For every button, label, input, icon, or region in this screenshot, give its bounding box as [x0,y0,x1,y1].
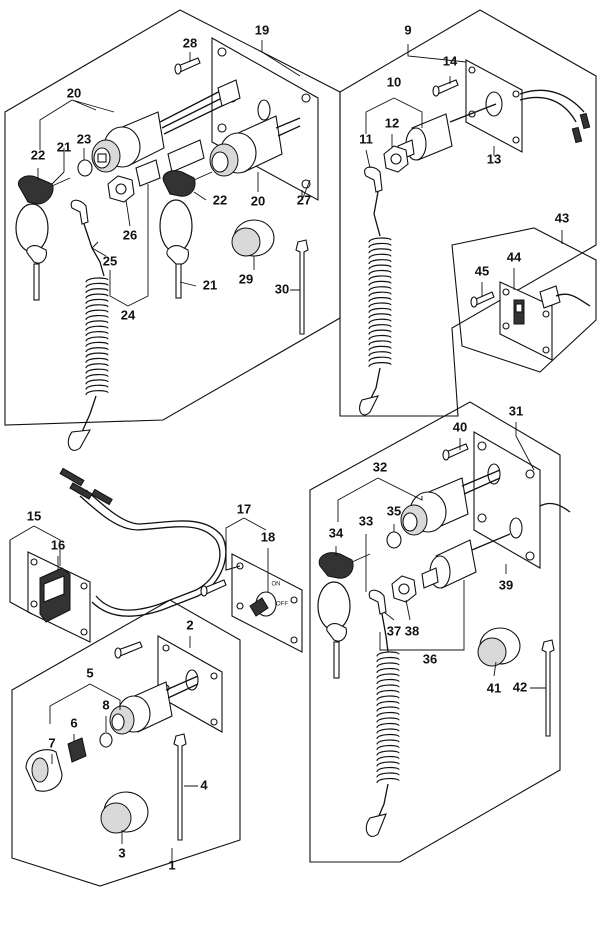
cap-3 [100,791,149,834]
screw-17 [200,579,227,597]
callout-29: 29 [239,271,253,286]
key-33-34 [317,552,371,679]
washer-8 [99,732,113,748]
callout-27: 27 [297,192,311,207]
washer-35 [386,531,402,549]
nut-38 [391,575,417,603]
callout-41: 41 [487,680,501,695]
cap-29 [231,219,275,257]
group-19-frame [4,9,341,426]
callout-13: 13 [487,151,501,166]
callout-32: 32 [373,459,387,474]
callout-44: 44 [507,249,522,264]
callout-16: 16 [51,537,65,552]
plate-2 [157,635,223,733]
callout-37: 37 [387,623,401,638]
callout-9: 9 [404,22,411,37]
screw-28 [174,57,201,75]
callout-21-left: 21 [57,139,71,154]
callout-30: 30 [275,281,289,296]
ignition-switch-20-upper [91,79,241,173]
callout-43: 43 [555,210,569,225]
plate-13 [465,59,523,153]
callout-28: 28 [183,35,197,50]
callout-15: 15 [27,508,41,523]
callout-39: 39 [499,577,513,592]
switch-off-label: OFF [276,602,288,608]
key-6 [67,737,87,763]
callout-35: 35 [387,503,401,518]
lanyard-37 [365,589,400,837]
panel-44 [499,281,591,361]
callout-2: 2 [186,617,193,632]
callout-36: 36 [423,651,437,666]
callout-23: 23 [77,131,91,146]
cable-tie-4 [173,733,187,841]
callout-38: 38 [405,623,419,638]
callout-20-lower: 20 [251,193,265,208]
callout-19: 19 [255,22,269,37]
cable-tie-30 [295,239,309,335]
screw-45 [470,291,495,308]
callout-20-upper: 20 [67,85,81,100]
ignition-switch-32 [400,469,501,536]
callout-24: 24 [121,307,136,322]
cap-41 [477,627,521,667]
ignition-switch-20-lower [167,115,301,177]
callout-40: 40 [453,419,467,434]
callout-5: 5 [86,665,93,680]
callout-8: 8 [102,697,109,712]
nut-26 [107,159,161,203]
group-1-frame [11,599,241,887]
callout-18: 18 [261,529,275,544]
callout-3: 3 [118,845,125,860]
lanyard-25 [67,199,109,451]
plate-39 [473,431,571,569]
callout-22-left: 22 [31,147,45,162]
leader-lines [9,40,563,860]
plate-16 [27,551,91,643]
callout-6: 6 [70,715,77,730]
key-22-21-left [15,175,71,301]
switch-5 [109,675,199,735]
callout-42: 42 [513,679,527,694]
harness-15 [59,467,227,617]
cable-tie-42 [541,639,555,737]
switch-on-label: ON [272,582,281,588]
cap-7 [25,749,63,792]
callout-22-right: 22 [213,192,227,207]
group-43-frame [451,227,597,373]
callout-7: 7 [48,735,55,750]
callout-25: 25 [103,253,117,268]
group-17-frame [225,540,241,571]
callout-12: 12 [385,115,399,130]
callout-14: 14 [443,53,458,68]
group-15-frame [9,540,33,615]
nut-12 [383,145,409,173]
callout-33: 33 [359,513,373,528]
callout-26: 26 [123,227,137,242]
stop-switch-36 [421,533,511,589]
screw-2 [114,641,143,659]
group-9-frame [339,9,597,417]
screw-40 [442,443,469,461]
callout-1: 1 [168,857,175,872]
callout-34: 34 [329,525,344,540]
callout-17: 17 [237,501,251,516]
callout-10: 10 [387,74,401,89]
washer-23 [77,159,93,177]
callout-45: 45 [475,263,489,278]
group-31-frame [309,401,561,863]
lanyard-11 [359,166,392,416]
screw-14 [432,79,459,97]
plate-18: ON OFF [231,553,303,653]
callout-21-right: 21 [203,277,217,292]
key-22-21-right [159,170,213,299]
callout-4: 4 [200,777,208,792]
callout-11: 11 [359,131,373,146]
callout-31: 31 [509,403,523,418]
callout-labels: 19 28 20 23 22 21 26 25 24 22 20 27 21 2… [27,22,569,872]
